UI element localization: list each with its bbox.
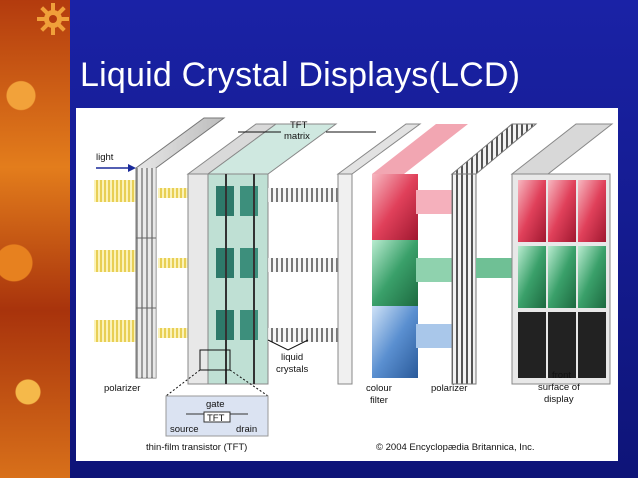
tft-callout-line-left bbox=[165, 369, 201, 397]
liquid-crystal-layer bbox=[268, 188, 338, 342]
drain-label: drain bbox=[236, 424, 257, 435]
front-polarizer bbox=[450, 123, 538, 385]
liquid-crystals-label-line1: liquid bbox=[281, 352, 303, 363]
light-beams bbox=[94, 180, 140, 342]
colour-filter-label-line1: colour bbox=[366, 383, 392, 394]
liquid-crystals-pointer bbox=[267, 339, 309, 351]
lcd-diagram: light bbox=[94, 117, 614, 453]
light-arrow-head bbox=[128, 164, 136, 172]
colour-filter-label-line2: filter bbox=[370, 395, 388, 406]
polarized-beams bbox=[158, 188, 203, 338]
slide-title: Liquid Crystal Displays(LCD) bbox=[80, 56, 521, 94]
decorative-left-band bbox=[0, 0, 70, 478]
polarizer-right-label: polarizer bbox=[431, 383, 467, 394]
rear-polarizer bbox=[135, 117, 226, 379]
tft-detail-inset bbox=[165, 395, 269, 437]
front-label-line1: front bbox=[552, 370, 571, 381]
front-glass-plate bbox=[336, 123, 422, 385]
display-front-surface bbox=[510, 123, 614, 385]
front-label-line3: display bbox=[544, 394, 574, 405]
lcd-diagram-panel: light bbox=[76, 108, 618, 461]
tft-caption: thin-film transistor (TFT) bbox=[146, 442, 247, 453]
gear-icon bbox=[37, 3, 69, 35]
front-label-line2: surface of bbox=[538, 382, 580, 393]
colour-filter bbox=[372, 124, 468, 378]
tft-inset-label: TFT bbox=[207, 413, 225, 424]
liquid-crystals-label-line2: crystals bbox=[276, 364, 308, 375]
copyright-notice: © 2004 Encyclopædia Britannica, Inc. bbox=[376, 442, 535, 453]
polarizer-left-label: polarizer bbox=[104, 383, 140, 394]
tft-matrix bbox=[206, 123, 338, 385]
tft-callout-box bbox=[199, 349, 231, 371]
source-label: source bbox=[170, 424, 199, 435]
tft-matrix-label-line1: TFT bbox=[290, 120, 308, 131]
light-label: light bbox=[96, 152, 114, 163]
tft-matrix-label-line2: matrix bbox=[284, 131, 310, 142]
gate-label: gate bbox=[206, 399, 225, 410]
